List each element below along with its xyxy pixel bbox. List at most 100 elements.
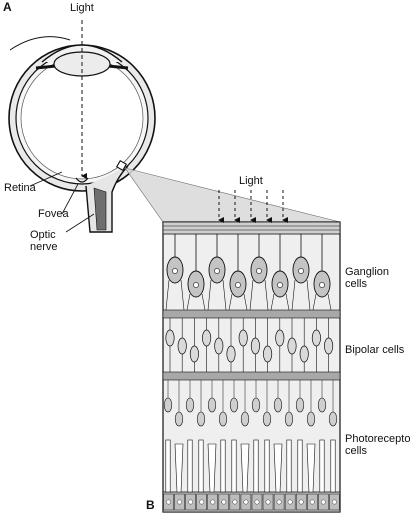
pigment-nucleus xyxy=(188,499,194,505)
pigment-nucleus xyxy=(232,499,238,505)
bipolar-cells-label: Bipolar cells xyxy=(345,344,405,356)
rod-outer-segment xyxy=(198,439,204,493)
bipolar-cell xyxy=(250,337,260,355)
panel-a-letter: A xyxy=(3,0,12,14)
bipolar-cell xyxy=(324,337,334,355)
photoreceptor-nucleus xyxy=(185,397,195,413)
photoreceptor-nucleus xyxy=(251,397,261,413)
bipolar-cell xyxy=(287,337,297,355)
pigment-nucleus xyxy=(199,499,205,505)
rod-outer-segment xyxy=(220,439,226,493)
photoreceptor-nucleus xyxy=(306,411,316,427)
ganglion-dendrite xyxy=(207,279,227,311)
photoreceptor-nucleus xyxy=(218,411,228,427)
ganglion-nucleus xyxy=(277,282,283,288)
pigment-nucleus xyxy=(298,499,304,505)
photoreceptor-label-line1: Photorecepto xyxy=(345,433,411,445)
panel-b-letter: B xyxy=(146,498,155,512)
iris xyxy=(35,64,129,70)
ganglion-dendrite xyxy=(270,293,290,311)
photoreceptor-label-line2: cells xyxy=(345,445,368,457)
bipolar-cell xyxy=(263,345,273,363)
rod-outer-segment xyxy=(231,439,237,493)
photoreceptor-cells-label: Photorecepto cells xyxy=(345,433,410,457)
ganglion-dendrite xyxy=(186,293,206,311)
rod-outer-segment xyxy=(297,439,303,493)
bipolar-cell xyxy=(299,345,309,363)
outer-plexiform-layer xyxy=(162,371,341,381)
photoreceptor-nucleus xyxy=(328,411,338,427)
ganglion-dendrite xyxy=(249,279,269,311)
inner-plexiform-layer xyxy=(162,309,341,319)
photoreceptor-nucleus xyxy=(273,397,283,413)
ganglion-nucleus xyxy=(319,282,325,288)
ganglion-nucleus xyxy=(235,282,241,288)
optic-nerve-label-line2: nerve xyxy=(30,241,58,253)
optic-nerve-label: Optic nerve xyxy=(30,229,58,253)
pigment-nucleus xyxy=(243,499,249,505)
bipolar-cell xyxy=(275,329,285,347)
bipolar-cell xyxy=(214,337,224,355)
pigment-nucleus xyxy=(287,499,293,505)
cone-outer-segment xyxy=(240,443,250,493)
photoreceptor-nucleus xyxy=(196,411,206,427)
pigment-nucleus xyxy=(210,499,216,505)
retina-cross-section xyxy=(162,221,341,513)
retina-label: Retina xyxy=(4,182,36,194)
photoreceptor-nucleus xyxy=(207,397,217,413)
pigment-epithelium xyxy=(162,491,341,513)
ganglion-nucleus xyxy=(298,268,304,274)
pigment-nucleus xyxy=(320,499,326,505)
cone-outer-segment xyxy=(306,443,316,493)
cone-outer-segment xyxy=(174,443,184,493)
bipolar-cell xyxy=(238,329,248,347)
bipolar-cell xyxy=(165,329,175,347)
pigment-nucleus xyxy=(166,499,171,505)
pigment-nucleus xyxy=(309,499,315,505)
ganglion-nucleus xyxy=(256,268,262,274)
ganglion-dendrite xyxy=(165,279,185,311)
fovea-label: Fovea xyxy=(38,208,69,220)
light-rays-b xyxy=(218,190,288,223)
ganglion-label-line2: cells xyxy=(345,278,368,290)
pigment-nucleus xyxy=(221,499,227,505)
photoreceptor-nucleus xyxy=(240,411,250,427)
light-label-a: Light xyxy=(70,2,94,14)
pigment-nucleus xyxy=(265,499,271,505)
rod-outer-segment xyxy=(187,439,193,493)
ganglion-nucleus xyxy=(172,268,178,274)
rod-outer-segment xyxy=(286,439,292,493)
label-leaders-a xyxy=(29,171,95,233)
rod-outer-segment xyxy=(165,439,171,493)
fovea xyxy=(75,177,89,183)
pigment-nucleus xyxy=(276,499,282,505)
photoreceptor-nucleus xyxy=(317,397,327,413)
ganglion-nucleus xyxy=(214,268,220,274)
ganglion-dendrite xyxy=(228,293,248,311)
rod-outer-segment xyxy=(264,439,270,493)
ganglion-label-line1: Ganglion xyxy=(345,266,390,278)
bipolar-cell xyxy=(202,329,212,347)
optic-nerve-label-line1: Optic xyxy=(30,229,56,241)
cone-outer-segment xyxy=(273,443,283,493)
photoreceptor-nucleus xyxy=(262,411,272,427)
photoreceptor-nucleus xyxy=(284,411,294,427)
ganglion-cells-label: Ganglion cells xyxy=(345,266,389,290)
cone-outer-segment xyxy=(207,443,217,493)
pigment-nucleus xyxy=(331,499,337,505)
rod-outer-segment xyxy=(330,439,336,493)
ganglion-dendrite xyxy=(291,279,311,311)
pigment-nucleus xyxy=(254,499,260,505)
pigment-nucleus xyxy=(177,499,182,505)
bipolar-cell xyxy=(189,345,199,363)
light-label-b: Light xyxy=(239,175,263,187)
photoreceptor-nucleus xyxy=(163,397,173,413)
rod-outer-segment xyxy=(253,439,259,493)
ganglion-dendrite xyxy=(312,293,332,311)
photoreceptor-nucleus xyxy=(295,397,305,413)
rod-outer-segment xyxy=(319,439,325,493)
bipolar-cell xyxy=(177,337,187,355)
bipolar-cell xyxy=(226,345,236,363)
bipolar-cell xyxy=(311,329,321,347)
